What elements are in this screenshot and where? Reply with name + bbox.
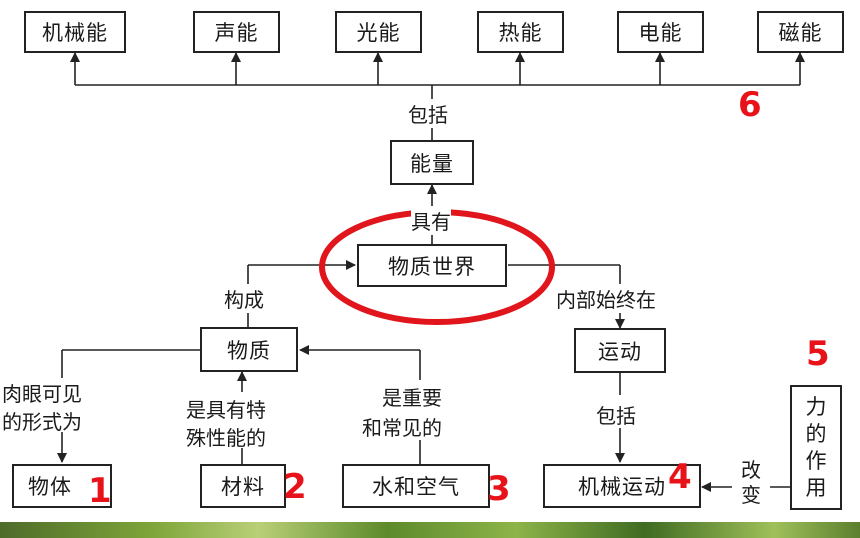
marker-2: 2 [283,467,307,507]
special-material-label-1: 是具有特 [186,398,266,422]
marker-3: 3 [487,469,511,509]
force-char-2: 的 [805,421,827,446]
marker-1: 1 [88,471,112,511]
marker-6: 6 [738,85,762,125]
material-world-box: 物质世界 [357,244,507,287]
marker-5: 5 [806,334,830,374]
visible-form-label-1: 肉眼可见 [2,382,82,406]
force-action-box: 力 的 作 用 [790,385,842,510]
include-label-mid: 包括 [596,404,636,428]
electric-energy-box: 电能 [617,11,704,53]
change-label: 改 变 [736,458,766,508]
important-label-2: 和常见的 [362,416,442,440]
water-air-box: 水和空气 [342,464,490,508]
has-label: 具有 [411,206,451,235]
change-label-char-2: 变 [741,483,761,507]
important-label-1: 是重要 [382,386,442,410]
internal-always-label: 内部始终在 [556,284,656,313]
sound-energy-box: 声能 [193,11,280,53]
force-char-4: 用 [805,475,827,500]
heat-energy-box: 热能 [477,11,564,53]
include-label-top: 包括 [408,99,448,128]
light-energy-box: 光能 [335,11,422,53]
visible-form-label-2: 的形式为 [2,410,82,434]
motion-box: 运动 [574,328,666,373]
constitute-label: 构成 [224,284,264,313]
marker-4: 4 [668,457,692,497]
magnetic-energy-box: 磁能 [757,11,844,53]
force-char-3: 作 [805,448,827,473]
energy-box: 能量 [390,140,474,185]
matter-box: 物质 [200,327,298,372]
grass-footer-decoration [0,522,860,538]
mechanical-motion-box: 机械运动 [543,464,701,508]
special-material-label-2: 殊性能的 [186,426,266,450]
force-char-1: 力 [805,394,827,419]
change-label-char-1: 改 [741,458,761,482]
mechanical-energy-box: 机械能 [24,11,126,53]
material-box: 材料 [200,464,286,508]
object-box: 物体 [12,464,112,508]
